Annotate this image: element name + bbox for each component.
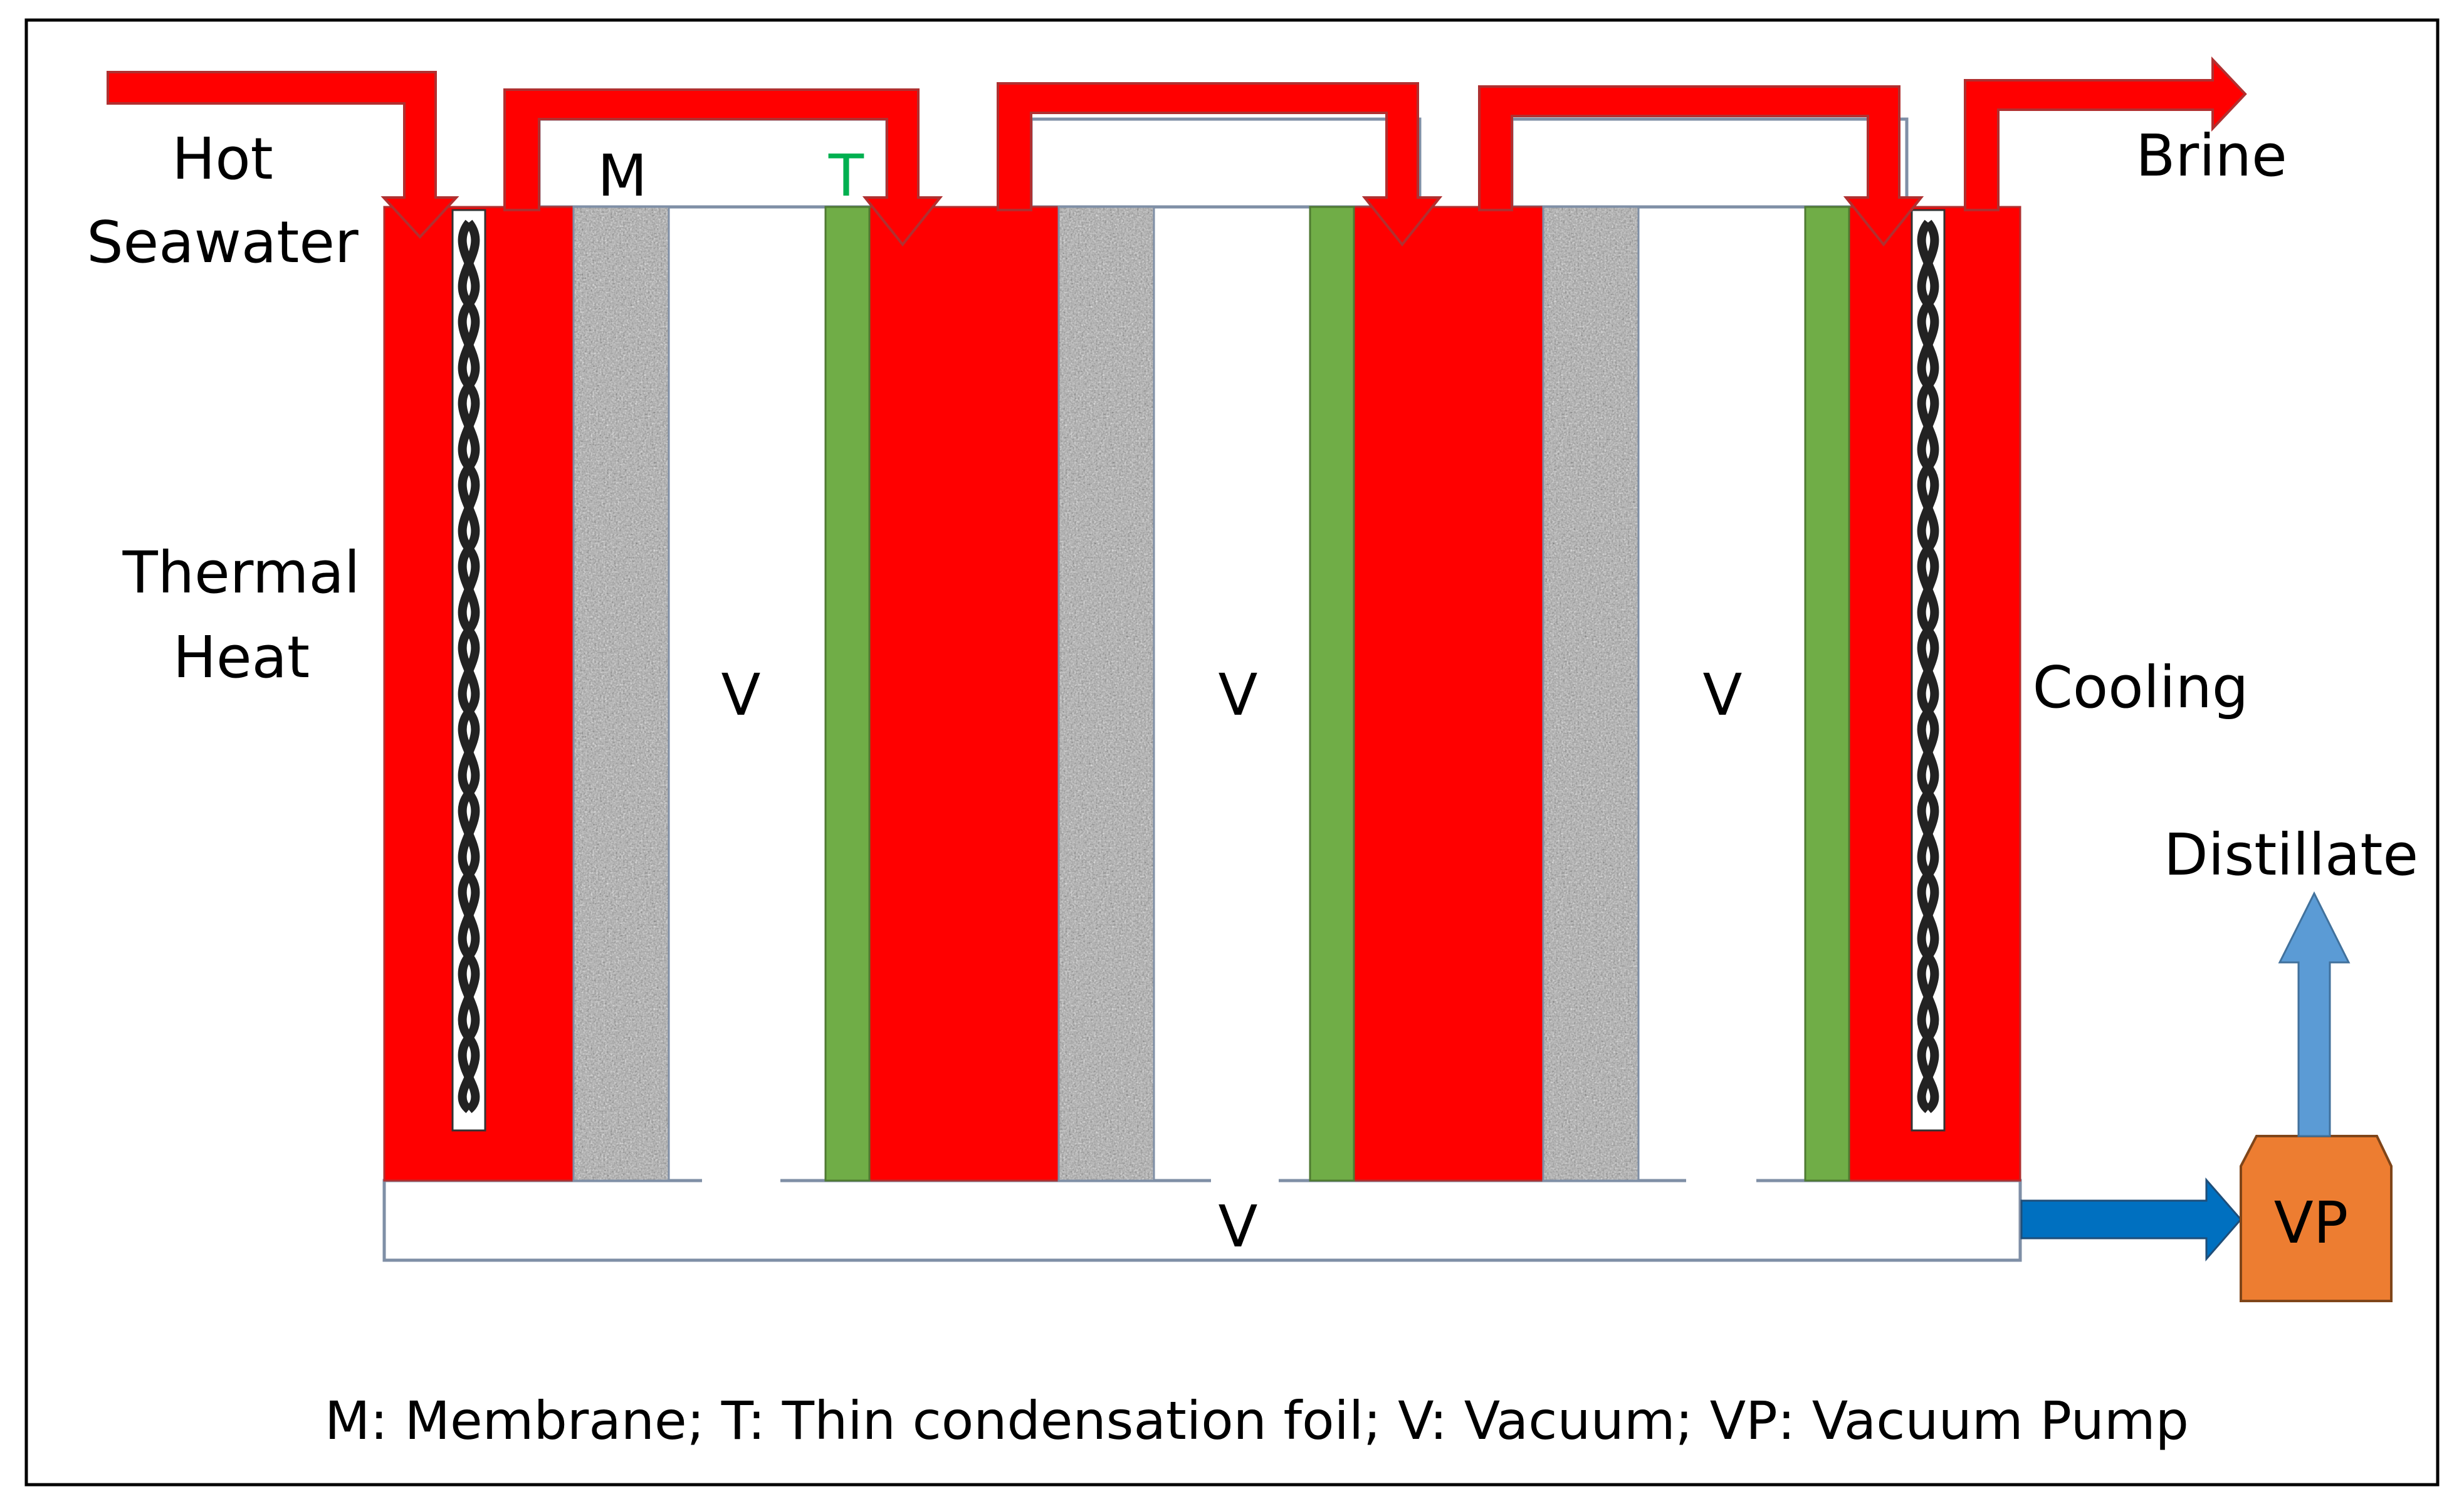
hot-channel-2: [868, 206, 1060, 1182]
hot-label: Hot: [172, 125, 273, 192]
twisted-coil-icon: [1911, 209, 1946, 1132]
heat-label: Heat: [173, 624, 310, 691]
transfer-arrow-1: [503, 88, 943, 247]
vacuum-gap-label-3: V: [1703, 661, 1743, 729]
membrane-3: [1542, 206, 1640, 1182]
channel-opening-1: [702, 1176, 780, 1185]
vacuum-pump-label: VP: [2274, 1189, 2348, 1256]
condensation-foil-1: [824, 206, 871, 1182]
membrane-2: [1057, 206, 1155, 1182]
transfer-arrow-3: [1478, 85, 1924, 247]
distillate-arrow: [2278, 891, 2351, 1137]
twisted-coil-icon: [451, 209, 486, 1132]
brine-label: Brine: [2136, 122, 2287, 189]
condensation-foil-2: [1309, 206, 1355, 1182]
vacuum-gap-label-2: V: [1219, 661, 1258, 729]
thermal-label: Thermal: [122, 539, 360, 606]
vacuum-pump: [2240, 1135, 2393, 1302]
foil-tag: T: [828, 142, 864, 209]
top-connector-2: [1029, 117, 1422, 209]
hot-channel-3: [1353, 206, 1544, 1182]
brine-outlet-arrow: [1964, 56, 2247, 211]
distillate-label: Distillate: [2164, 821, 2418, 888]
top-connector-1: [537, 117, 889, 209]
vacuum-gap-label-1: V: [721, 661, 761, 729]
membrane-tag: M: [597, 142, 647, 209]
membrane-1: [572, 206, 670, 1182]
condensation-foil-3: [1804, 206, 1850, 1182]
vacuum-channel-label: V: [1219, 1193, 1258, 1260]
cooling-label: Cooling: [2033, 654, 2249, 721]
top-connector-3: [1510, 117, 1909, 209]
hot-seawater-inlet-arrow: [107, 71, 459, 239]
vacuum-suction-arrow: [2020, 1177, 2242, 1261]
legend-caption: M: Membrane; T: Thin condensation foil; …: [325, 1390, 2189, 1451]
vacuum-channel: [382, 1179, 2022, 1262]
transfer-arrow-2: [997, 82, 1443, 247]
channel-opening-3: [1686, 1176, 1756, 1185]
seawater-label: Seawater: [87, 209, 359, 276]
channel-opening-2: [1211, 1176, 1279, 1185]
